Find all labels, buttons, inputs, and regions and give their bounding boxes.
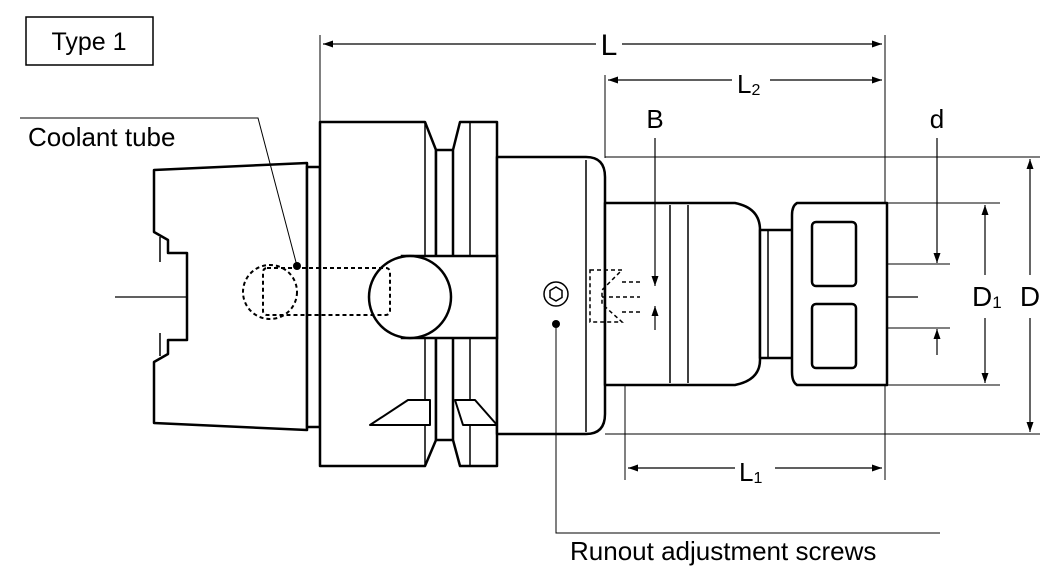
dimension-L1: L1 [628, 457, 882, 487]
dimension-L: L [323, 29, 882, 62]
dimension-d: d [930, 104, 944, 355]
shank [152, 161, 309, 432]
nose-section [603, 201, 798, 387]
dimension-L2: L2 [608, 69, 882, 99]
type-label: Type 1 [51, 28, 126, 56]
coolant-tube-label: Coolant tube [28, 122, 175, 152]
dim-B-label: B [646, 104, 663, 134]
coolant-tube-drawing [242, 264, 391, 320]
shank-collar [305, 165, 322, 429]
type-box: Type 1 [25, 16, 154, 66]
dimension-D: D [1020, 159, 1040, 432]
leader-lines [20, 117, 940, 534]
dim-D-label: D [1020, 281, 1040, 312]
runout-screws-label: Runout adjustment screws [570, 536, 876, 566]
dim-d-label: d [930, 104, 944, 134]
runout-screw [543, 281, 569, 307]
dim-D1-label: D1 [972, 281, 1002, 312]
dim-L-label: L [601, 29, 618, 62]
dashed-holes [589, 269, 640, 323]
dimension-D1: D1 [972, 205, 1002, 383]
collet-nut [790, 201, 889, 387]
dim-L1-label: L1 [739, 457, 762, 487]
dimension-B: B [646, 104, 664, 330]
dim-L2-label: L2 [737, 69, 760, 99]
